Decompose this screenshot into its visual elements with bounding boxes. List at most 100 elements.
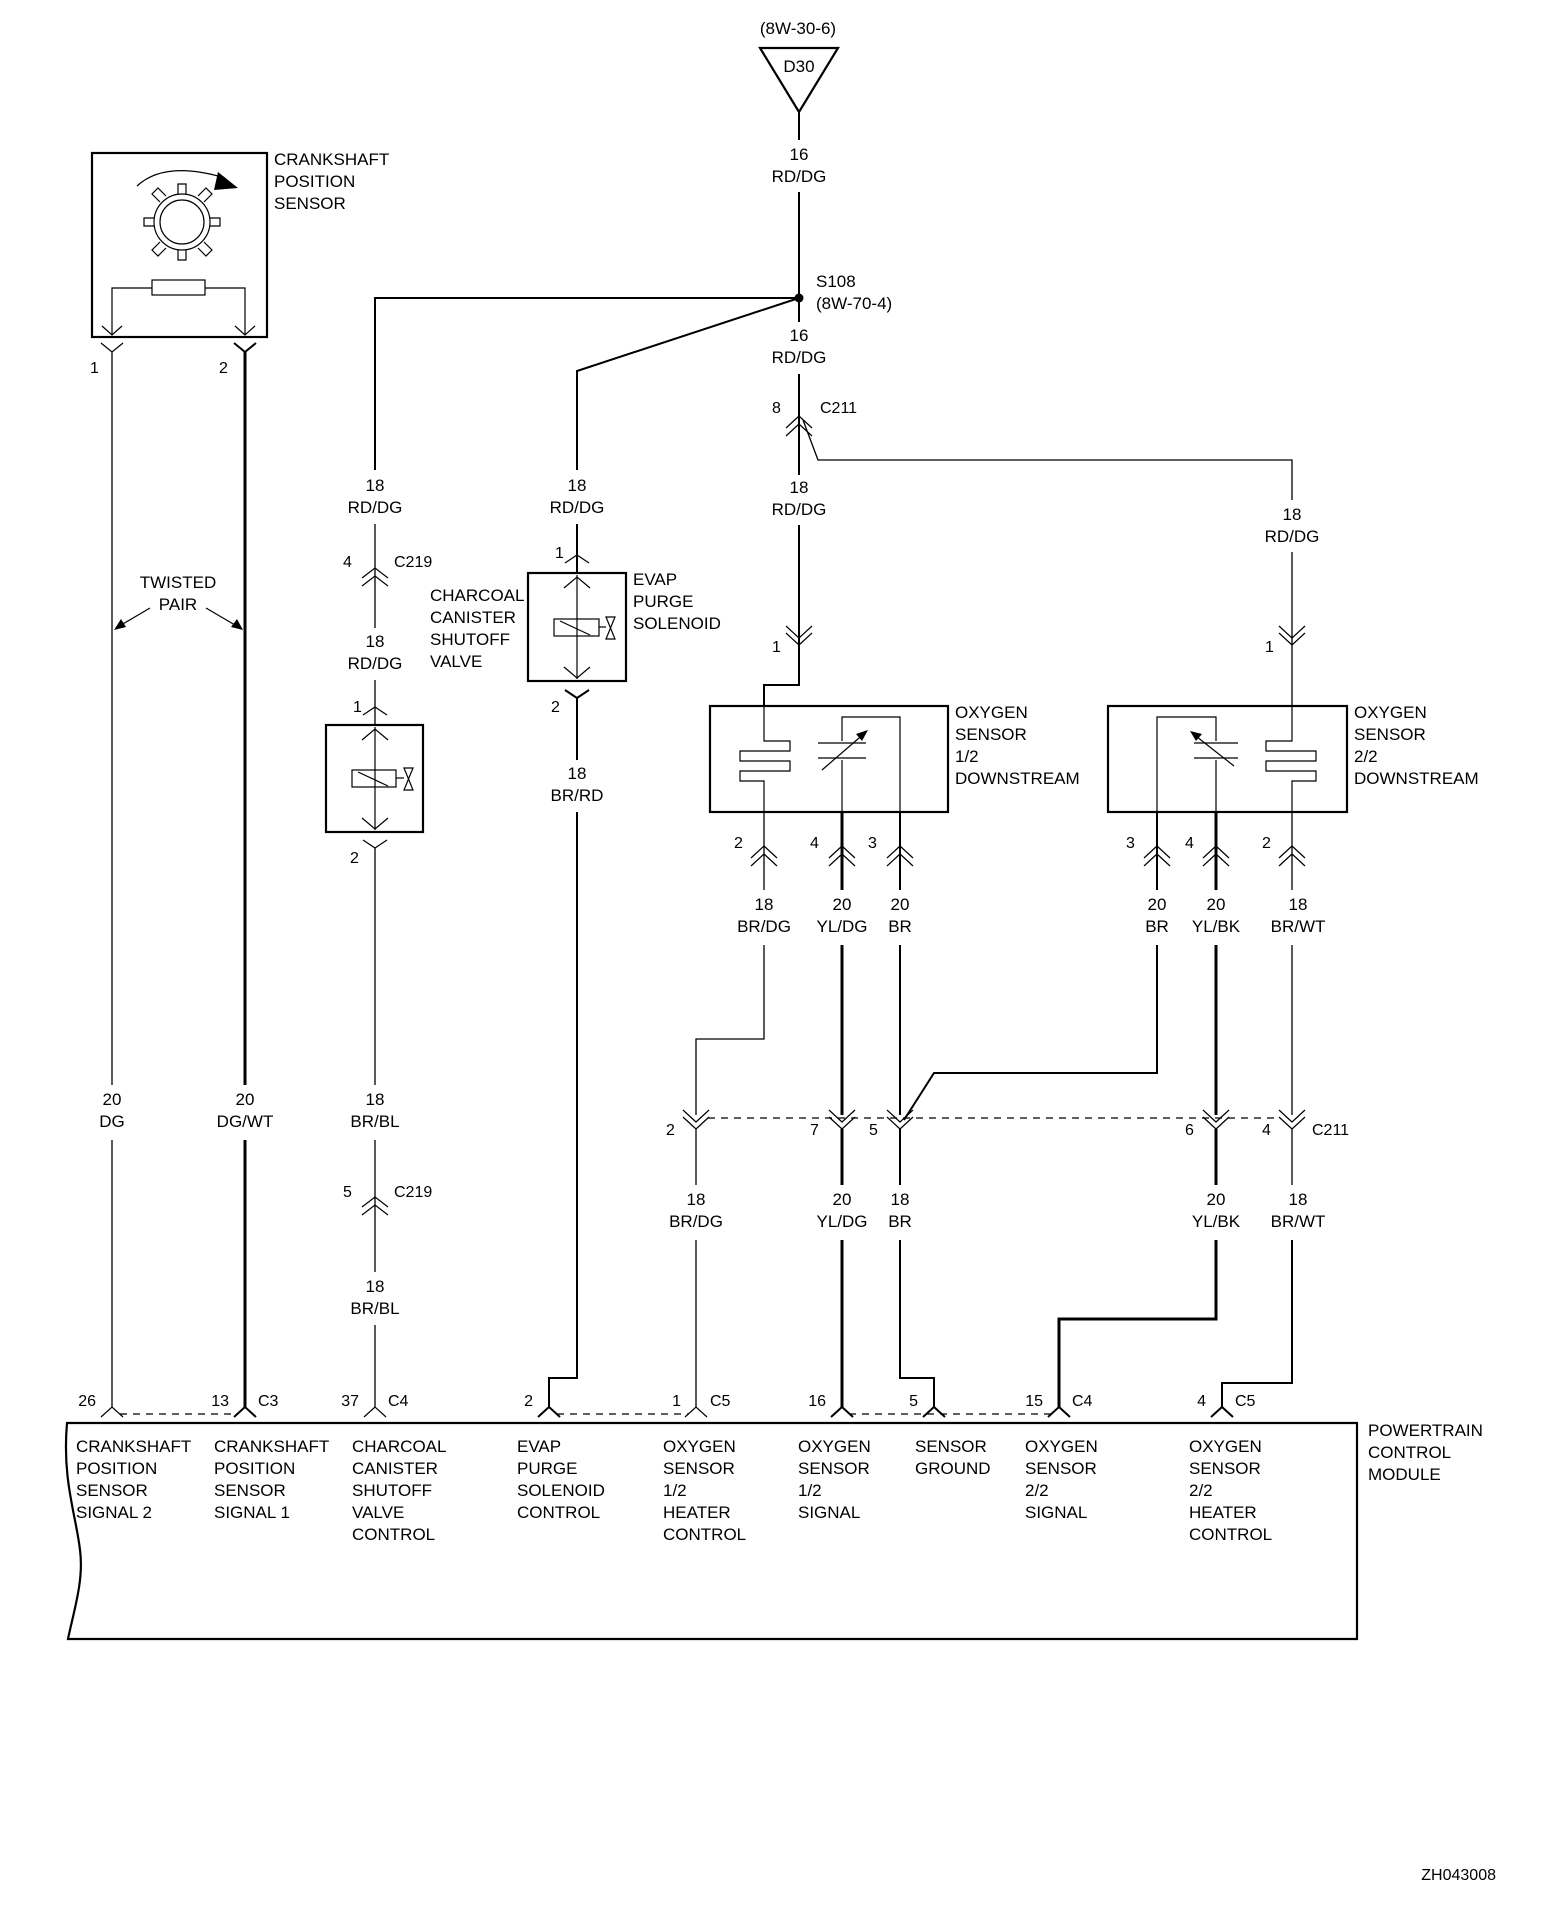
c211-upper-pin: 8 bbox=[772, 400, 781, 417]
canister-label-2: CANISTER bbox=[430, 608, 516, 627]
pcm-function-line: CONTROL bbox=[1189, 1525, 1272, 1544]
pcm-function-line: SENSOR bbox=[1189, 1459, 1261, 1478]
crank-gear-icon bbox=[136, 170, 238, 261]
c211-upper-color: RD/DG bbox=[772, 500, 827, 519]
pcm-pin-1-connector: C5 bbox=[710, 1393, 731, 1410]
pcm-function-line: PURGE bbox=[517, 1459, 577, 1478]
pcm-function-line: CHARCOAL bbox=[352, 1437, 446, 1456]
canister-mid-color: RD/DG bbox=[348, 654, 403, 673]
canister-pin2: 2 bbox=[350, 850, 359, 867]
o2-12-label-3: 1/2 bbox=[955, 747, 979, 766]
pcm-function-line: GROUND bbox=[915, 1459, 991, 1478]
o2-12-pin-b: 4 bbox=[810, 835, 819, 852]
diagram-id: ZH043008 bbox=[1421, 1867, 1496, 1884]
pcm-pin-4: 4 bbox=[1197, 1393, 1206, 1410]
crank-sensor-label-3: SENSOR bbox=[274, 194, 346, 213]
d30-connector-triangle-icon bbox=[758, 46, 840, 115]
evap-feed-color: RD/DG bbox=[550, 498, 605, 517]
canister-feed-color: RD/DG bbox=[348, 498, 403, 517]
pcm-function-line: VALVE bbox=[352, 1503, 404, 1522]
crank-pin1-connector-icon bbox=[100, 342, 124, 353]
feed-ref: (8W-30-6) bbox=[760, 19, 836, 38]
crank-pin2: 2 bbox=[219, 360, 228, 377]
canister-mid-gauge: 18 bbox=[366, 632, 385, 651]
o2-22-heater-icon bbox=[1265, 706, 1317, 812]
crank-wire2-color: DG/WT bbox=[217, 1112, 274, 1131]
pcm-function-line: OXYGEN bbox=[663, 1437, 736, 1456]
c211-lower-wire-c-color: BR bbox=[888, 1212, 912, 1231]
canister-feed-gauge: 18 bbox=[366, 476, 385, 495]
c211-lower-wire-a-gauge: 18 bbox=[687, 1190, 706, 1209]
canister-label-1: CHARCOAL bbox=[430, 586, 524, 605]
pcm-function-line: CRANKSHAFT bbox=[76, 1437, 191, 1456]
splice-gauge: 16 bbox=[790, 326, 809, 345]
crank-pin2-connector-icon bbox=[233, 342, 257, 354]
pcm-function-line: CONTROL bbox=[663, 1525, 746, 1544]
evap-solenoid-icon bbox=[553, 616, 616, 640]
o2-22-pin-b: 4 bbox=[1185, 835, 1194, 852]
pcm-label-1: POWERTRAIN bbox=[1368, 1421, 1483, 1440]
canister-label-3: SHUTOFF bbox=[430, 630, 510, 649]
c211-lower-pin-4: 4 bbox=[1262, 1122, 1271, 1139]
o2-22-wire-c-gauge: 18 bbox=[1289, 895, 1308, 914]
pcm-function-line: SENSOR bbox=[915, 1437, 987, 1456]
pcm-function-line: 2/2 bbox=[1025, 1481, 1049, 1500]
o2-12-wire-c-color: BR bbox=[888, 917, 912, 936]
o2-22-wire-b-color: YL/BK bbox=[1192, 917, 1241, 936]
c219-top-connector-icon bbox=[361, 567, 389, 587]
pcm-function-line: OXYGEN bbox=[1025, 1437, 1098, 1456]
pcm-pin-4-connector: C5 bbox=[1235, 1393, 1256, 1410]
evap-purge-solenoid: 18 RD/DG 1 EVAP PURGE SOLENOID 2 18 BR/R… bbox=[526, 476, 721, 1407]
pcm-function-line: SENSOR bbox=[1025, 1459, 1097, 1478]
c211-lower-name: C211 bbox=[1312, 1122, 1349, 1139]
pcm-pin-37: 37 bbox=[341, 1393, 359, 1410]
evap-pin2: 2 bbox=[551, 699, 560, 716]
pcm-pin-2: 2 bbox=[524, 1393, 533, 1410]
pcm-pin-15: 15 bbox=[1025, 1393, 1043, 1410]
crank-resistor-icon bbox=[151, 279, 206, 296]
crank-wire2-gauge: 20 bbox=[236, 1090, 255, 1109]
o2-22-pin-c: 2 bbox=[1262, 835, 1271, 852]
crank-sensor-label-1: CRANKSHAFT bbox=[274, 150, 389, 169]
feed-gauge: 16 bbox=[790, 145, 809, 164]
crank-wire1-gauge: 20 bbox=[103, 1090, 122, 1109]
pcm-function-line: 1/2 bbox=[798, 1481, 822, 1500]
pcm-pin-16: 16 bbox=[808, 1393, 826, 1410]
pcm-function-line: CRANKSHAFT bbox=[214, 1437, 329, 1456]
pcm-pin-13: 13 bbox=[211, 1393, 229, 1410]
pcm-function-line: SIGNAL bbox=[1025, 1503, 1087, 1522]
pcm-pin-1: 1 bbox=[672, 1393, 681, 1410]
o2-12-wire-b-color: YL/DG bbox=[816, 917, 867, 936]
canister-low-color: BR/BL bbox=[350, 1299, 399, 1318]
o2-22-feed-gauge: 18 bbox=[1283, 505, 1302, 524]
o2-22-label-3: 2/2 bbox=[1354, 747, 1378, 766]
o2-12-wire-b-gauge: 20 bbox=[833, 895, 852, 914]
twisted-pair-label-1: TWISTED bbox=[140, 573, 217, 592]
pcm-label-3: MODULE bbox=[1368, 1465, 1441, 1484]
c219-top-pin: 4 bbox=[343, 554, 352, 571]
o2-22-wire-a-color: BR bbox=[1145, 917, 1169, 936]
feed-d30: (8W-30-6) D30 16 RD/DG bbox=[758, 19, 840, 298]
c211-lower-wire-a-color: BR/DG bbox=[669, 1212, 723, 1231]
c211-lower-wire-e-color: BR/WT bbox=[1271, 1212, 1326, 1231]
evap-out-gauge: 18 bbox=[568, 764, 587, 783]
canister-out-color: BR/BL bbox=[350, 1112, 399, 1131]
pcm-pin-37-connector: C4 bbox=[388, 1393, 409, 1410]
c219-bottom-connector-icon bbox=[361, 1196, 389, 1216]
pcm-function-line: OXYGEN bbox=[1189, 1437, 1262, 1456]
o2-12-heater-icon bbox=[739, 706, 791, 812]
o2-12-wire-c-gauge: 20 bbox=[891, 895, 910, 914]
canister-low-gauge: 18 bbox=[366, 1277, 385, 1296]
evap-label-2: PURGE bbox=[633, 592, 693, 611]
o2-22-label-4: DOWNSTREAM bbox=[1354, 769, 1479, 788]
c211-lower: 2 7 5 6 4 C211 18 BR/DG 20 YL/DG 18 BR 2… bbox=[666, 1109, 1349, 1407]
canister-pin1: 1 bbox=[353, 699, 362, 716]
c211-lower-wire-d-color: YL/BK bbox=[1192, 1212, 1241, 1231]
